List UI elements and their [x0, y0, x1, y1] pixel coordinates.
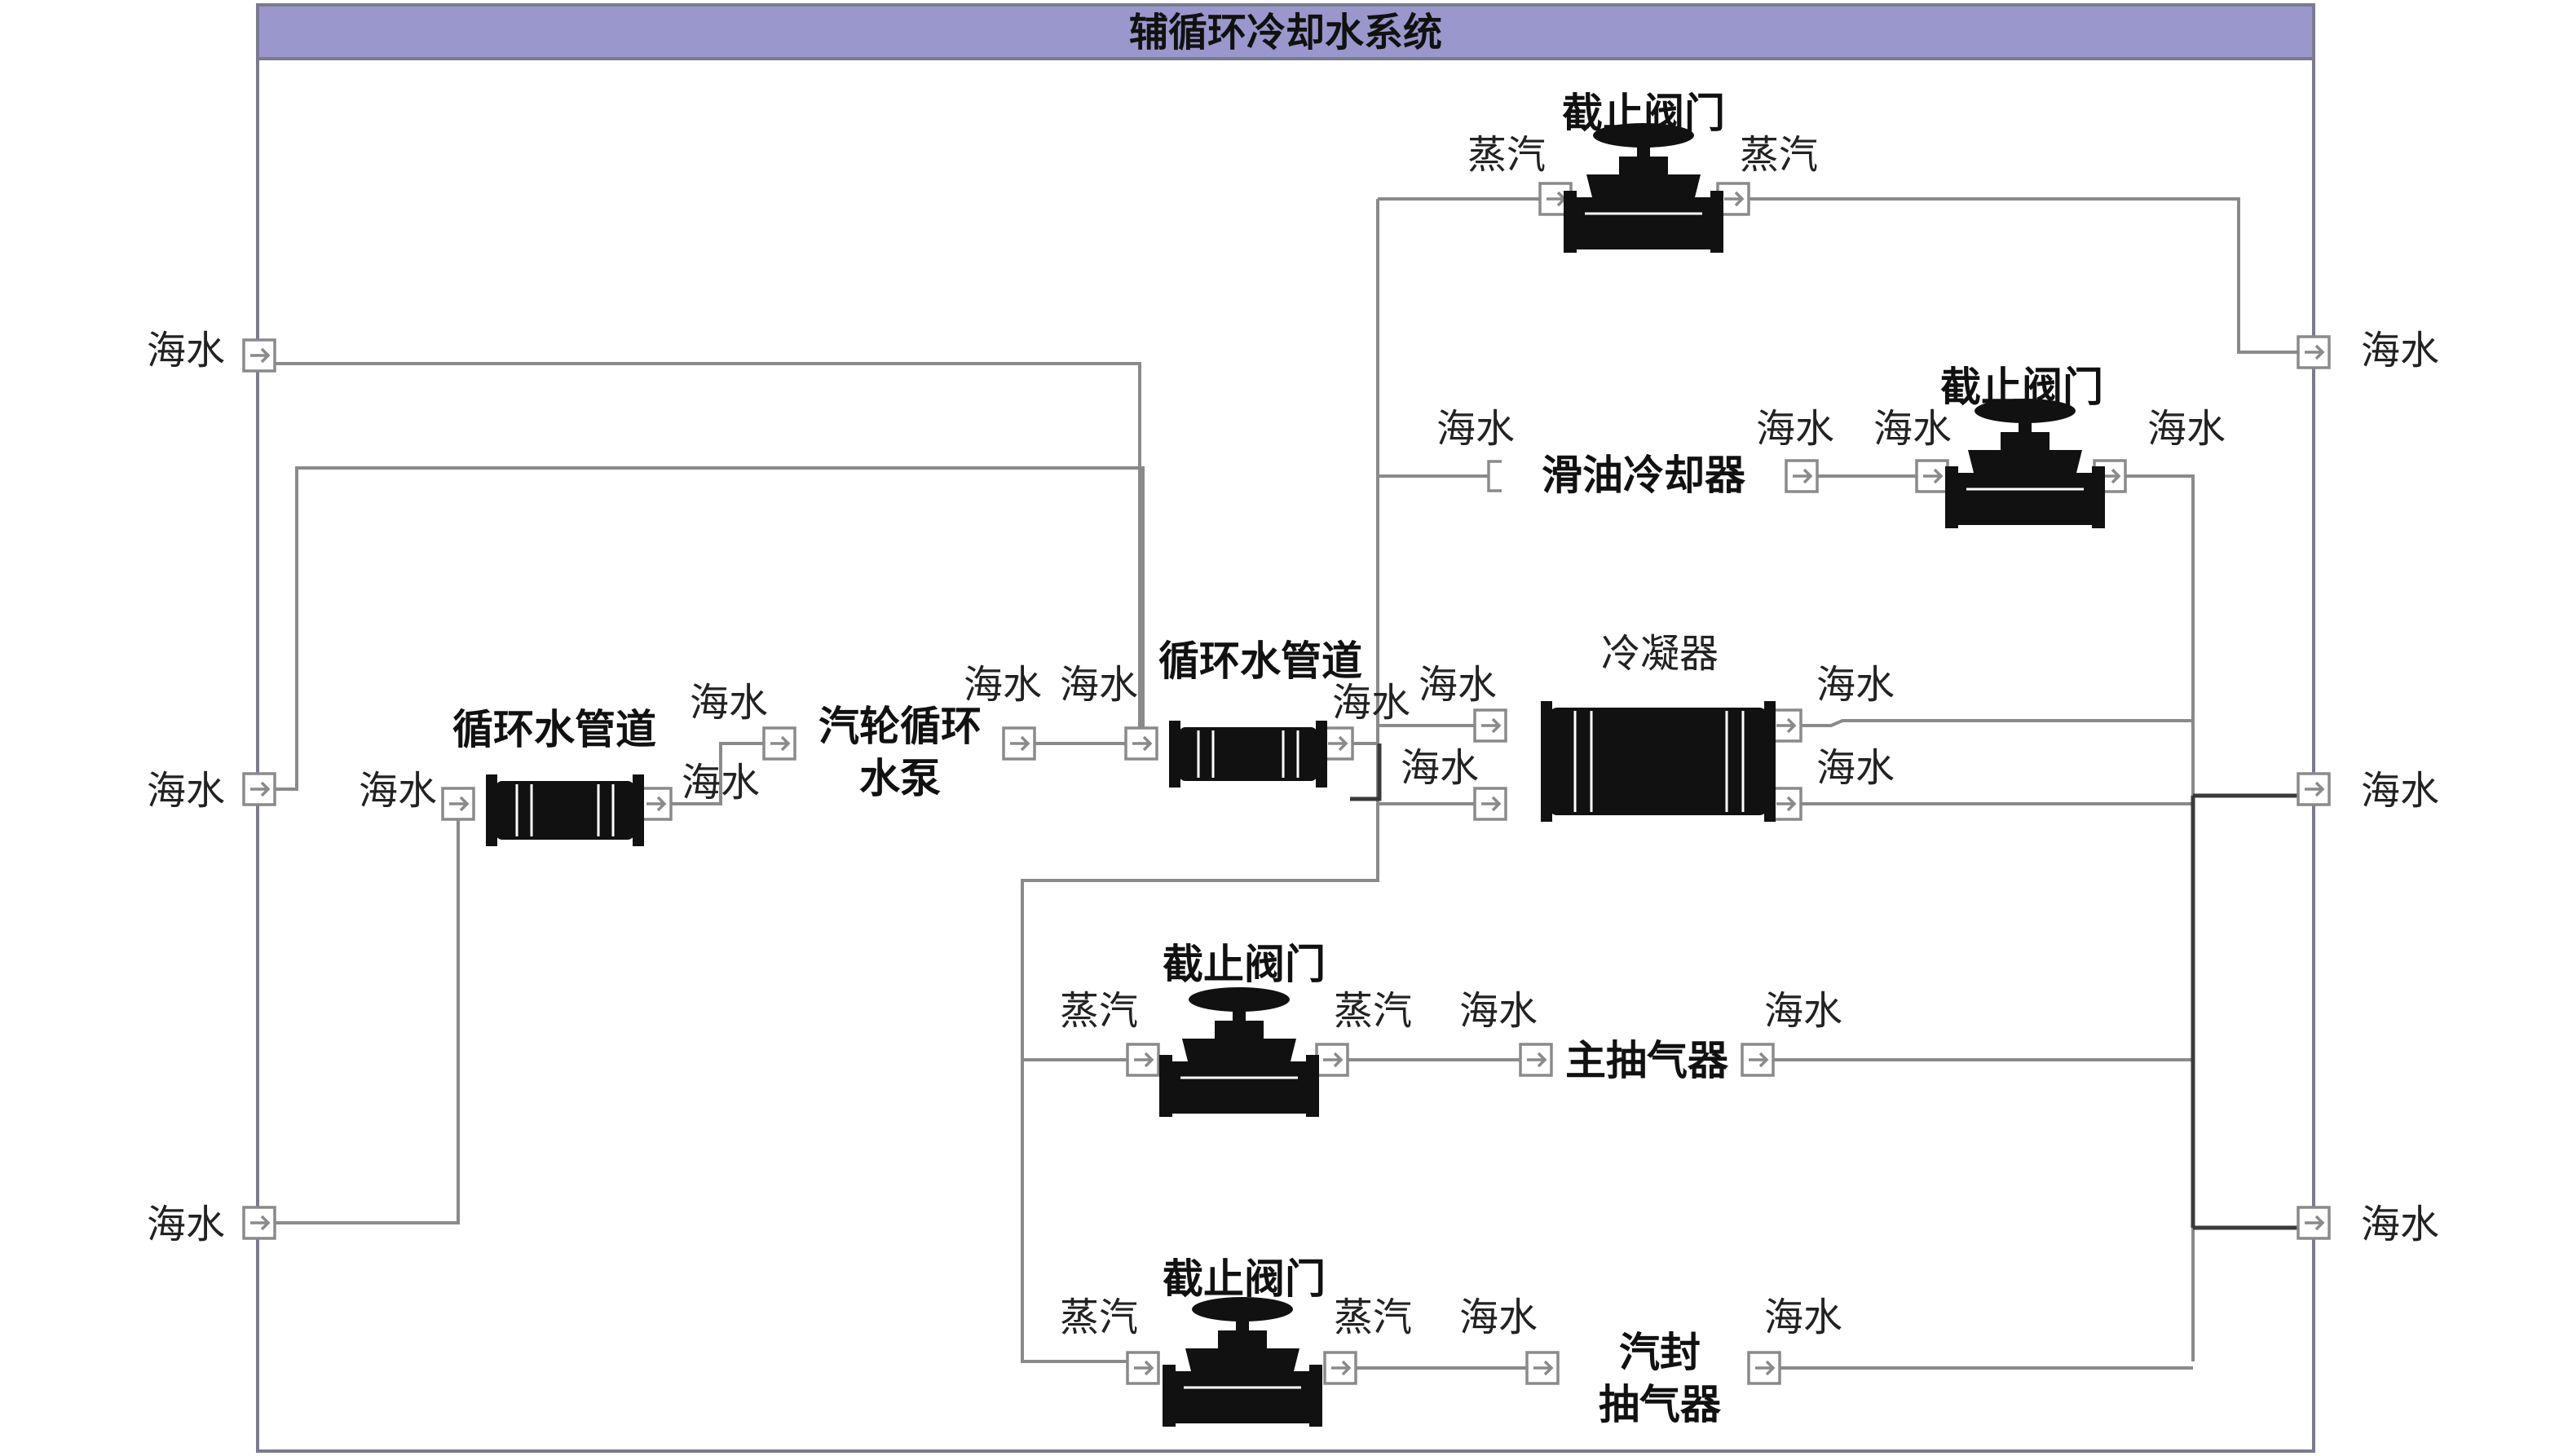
seawater-label: 海水	[1060, 662, 1138, 708]
shutoff-valve-symbol-1	[1562, 121, 1725, 254]
seawater-label: 海水	[1332, 680, 1410, 726]
seawater-label: 海水	[682, 760, 760, 805]
pipe-symbol-1	[486, 774, 644, 846]
wire-network	[274, 197, 2301, 1370]
shutoff-valve-label-2: 截止阀门	[1940, 364, 2103, 411]
seawater-label: 海水	[147, 1202, 225, 1247]
seawater-label: 海水	[1756, 406, 1834, 452]
shutoff-valve-symbol-4	[1161, 1295, 1324, 1428]
seawater-label: 海水	[2361, 1202, 2439, 1247]
shutoff-valve-symbol-2	[1944, 397, 2107, 530]
shutoff-valve-label-3: 截止阀门	[1163, 941, 1326, 988]
seal-ejector-label-line1: 汽封	[1619, 1329, 1701, 1376]
steam-label: 蒸汽	[1060, 1295, 1138, 1340]
seawater-label: 海水	[1873, 406, 1952, 452]
pump-label-line2: 水泵	[859, 755, 941, 802]
steam-label: 蒸汽	[1334, 988, 1412, 1034]
shutoff-valve-label-1: 截止阀门	[1562, 90, 1725, 137]
seawater-label: 海水	[2361, 328, 2439, 373]
seawater-label: 海水	[1419, 662, 1497, 708]
steam-label: 蒸汽	[1740, 132, 1818, 178]
seawater-label: 海水	[1459, 1295, 1538, 1340]
seawater-label: 海水	[964, 662, 1042, 708]
port-labels: 海水 海水 海水 海水 海水 海水 海水 海水 海水 海水 海水 海水 蒸汽 蒸…	[147, 132, 2439, 1340]
seawater-label: 海水	[1816, 662, 1895, 708]
system-title-bar	[256, 3, 2315, 60]
shutoff-valve-label-4: 截止阀门	[1163, 1255, 1326, 1303]
shutoff-valve-symbol-3	[1158, 986, 1321, 1118]
seawater-label: 海水	[1764, 1295, 1842, 1340]
seawater-label: 海水	[147, 768, 225, 814]
seal-ejector-label-line2: 抽气器	[1599, 1381, 1722, 1428]
condenser-symbol	[1541, 701, 1776, 822]
seawater-label: 海水	[1436, 406, 1515, 452]
seawater-label: 海水	[2147, 406, 2226, 452]
condenser-label: 冷凝器	[1601, 631, 1719, 677]
seawater-label: 海水	[1459, 988, 1538, 1034]
seawater-label: 海水	[359, 768, 437, 814]
system-title: 辅循环冷却水系统	[1129, 10, 1442, 55]
steam-label: 蒸汽	[1334, 1295, 1412, 1340]
seawater-label: 海水	[1764, 988, 1842, 1034]
pipe-symbol-2	[1169, 721, 1327, 788]
seawater-label: 海水	[2361, 768, 2439, 814]
seawater-label: 海水	[147, 328, 225, 373]
system-frame	[256, 57, 2315, 1453]
pump-label-line1: 汽轮循环	[818, 703, 982, 750]
oil-cooler-inlet-port	[1474, 460, 1502, 492]
seawater-label: 海水	[1816, 745, 1895, 791]
steam-label: 蒸汽	[1060, 988, 1138, 1034]
steam-label: 蒸汽	[1467, 132, 1546, 178]
oil-cooler-label: 滑油冷却器	[1542, 452, 1746, 499]
pipe-label-2: 循环水管道	[1158, 638, 1362, 685]
main-ejector-label: 主抽气器	[1565, 1037, 1729, 1084]
seawater-label: 海水	[1401, 745, 1479, 791]
seawater-label: 海水	[690, 680, 768, 726]
pipe-label-1: 循环水管道	[452, 706, 656, 753]
